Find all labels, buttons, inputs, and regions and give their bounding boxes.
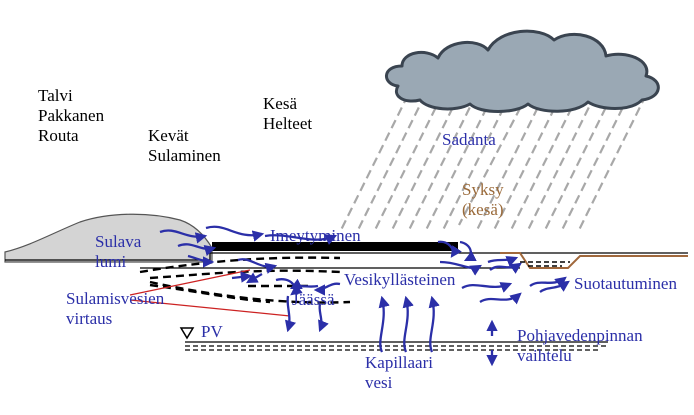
meltwater-lines	[129, 269, 291, 317]
summer-line-2: Helteet	[263, 114, 313, 133]
capillary-line-1: Kapillaari	[365, 353, 433, 372]
autumn-label: Syksy (kesä)	[462, 180, 504, 220]
autumn-line-2: (kesä)	[462, 200, 504, 219]
cloud-icon	[385, 29, 660, 113]
flow-arrows	[159, 225, 570, 353]
frozen-label: Jäässä	[292, 290, 335, 309]
spring-line-2: Sulaminen	[148, 146, 221, 165]
down-triangle-icon	[179, 327, 195, 340]
gw-fluctuation-label: Pohjavedenpinnan vaihtelu	[517, 326, 643, 366]
melting-snow-label: Sulava lumi	[95, 232, 141, 272]
meltwater-line-2: virtaus	[66, 309, 113, 328]
gw-fluctuation-line-1: Pohjavedenpinnan	[517, 326, 643, 345]
capillary-line-2: vesi	[365, 373, 393, 392]
spring-line-1: Kevät	[148, 126, 189, 145]
summer-line-1: Kesä	[263, 94, 297, 113]
winter-line-2: Pakkanen	[38, 106, 105, 125]
winter-line-1: Talvi	[38, 86, 73, 105]
autumn-line-1: Syksy	[462, 180, 504, 199]
melting-snow-line-1: Sulava	[95, 232, 142, 251]
season-spring-label: Kevät Sulaminen	[148, 126, 221, 166]
precipitation-label: Sadanta	[442, 130, 496, 149]
saturation-label: Vesikyllästeinen	[344, 270, 456, 289]
meltwater-flow-label: Sulamisvesien virtaus	[66, 289, 164, 329]
groundwater-level-label: PV	[201, 322, 223, 341]
infiltration-bar	[212, 242, 458, 251]
rain-streaks	[339, 94, 647, 233]
gw-fluctuation-line-2: vaihtelu	[517, 346, 572, 365]
groundwater-level-lines	[185, 341, 608, 351]
melting-snow-line-2: lumi	[95, 252, 127, 271]
meltwater-line-1: Sulamisvesien	[66, 289, 165, 308]
capillary-water-label: Kapillaari vesi	[365, 353, 433, 393]
infiltration-label: Imeytyminen	[270, 226, 361, 245]
drainage-ditch	[500, 252, 688, 269]
season-summer-label: Kesä Helteet	[263, 94, 312, 134]
season-winter-label: Talvi Pakkanen Routa	[38, 86, 104, 146]
drainage-label: Suotautuminen	[574, 274, 677, 293]
ditch-water-lines	[520, 261, 570, 267]
winter-line-3: Routa	[38, 126, 79, 145]
